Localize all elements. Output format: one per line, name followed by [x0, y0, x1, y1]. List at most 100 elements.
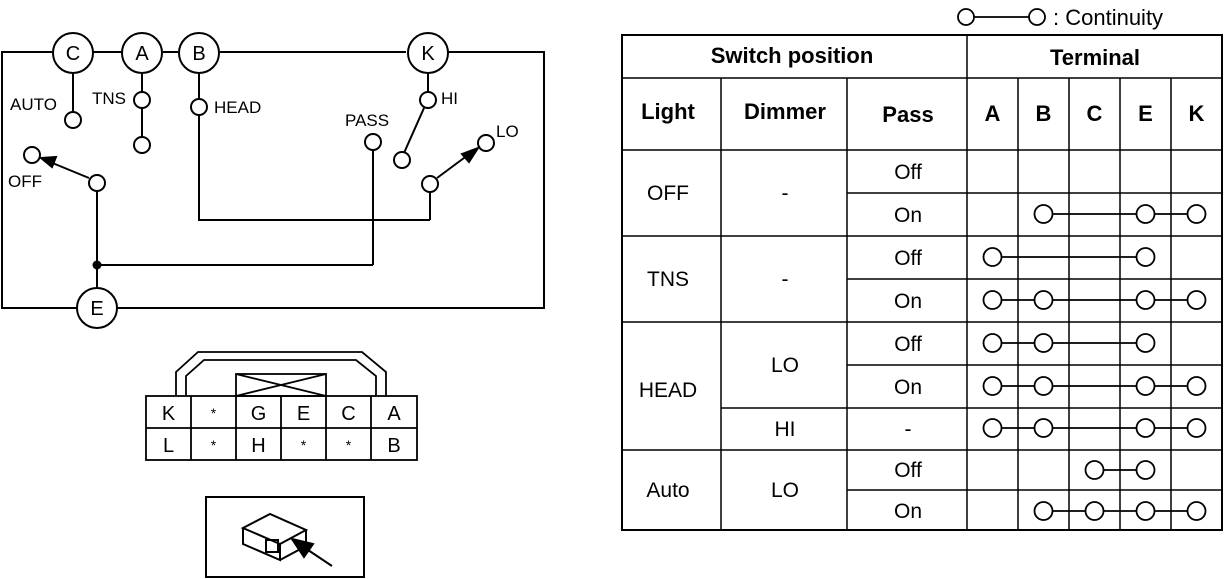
- continuity-node: [1135, 501, 1156, 521]
- terminal-e-label: E: [90, 298, 103, 320]
- view-arrow-head: [289, 537, 315, 559]
- pass-off-row-8: Off: [894, 459, 922, 482]
- continuity-node: [1033, 290, 1054, 310]
- continuity-node: [1135, 376, 1156, 396]
- continuity-node: [1135, 247, 1156, 267]
- terminal-b-label: B: [192, 43, 205, 65]
- head-wire: [198, 115, 430, 221]
- connector-icon-front: [242, 528, 281, 562]
- pass-dash-row-7: -: [905, 418, 912, 441]
- connector-pin: K: [162, 403, 176, 425]
- schematic-frame: [1, 51, 545, 309]
- light-off: OFF: [647, 182, 689, 205]
- pass-label: PASS: [345, 111, 389, 130]
- continuity-node: [982, 247, 1003, 267]
- pass-on-row-2: On: [894, 204, 922, 227]
- continuity-node: [1033, 418, 1054, 438]
- terminal-c-circle: [52, 32, 94, 74]
- pass-off-row-5: Off: [894, 333, 922, 356]
- terminal-a-label: A: [135, 43, 149, 65]
- hi-lower-contact: [393, 151, 411, 169]
- continuity-node: [1135, 460, 1156, 480]
- pass-off-row-1: Off: [894, 161, 922, 184]
- switch-position-header: Switch position: [711, 43, 874, 68]
- position-labels: AUTO TNS HEAD PASS HI LO OFF: [8, 89, 519, 191]
- table-border: [621, 34, 1223, 531]
- legend-circle-right-icon: [1028, 8, 1046, 26]
- continuity-node: [982, 290, 1003, 310]
- terminal-c-label: C: [66, 43, 80, 65]
- dimmer-auto: LO: [771, 479, 799, 502]
- off-label: OFF: [8, 172, 42, 191]
- connector-pin: C: [341, 403, 355, 425]
- tns-contact-lower: [133, 136, 151, 154]
- table-header-text: Switch position Terminal Light Dimmer Pa…: [641, 43, 1140, 127]
- light-head: HEAD: [639, 379, 697, 402]
- continuity-node: [1186, 418, 1207, 438]
- connector-pin: L: [163, 435, 174, 457]
- connector-latch-outer: [175, 351, 387, 396]
- off-arrow: [38, 155, 58, 169]
- terminal-k-label: K: [421, 43, 435, 65]
- dimmer-off: -: [782, 182, 789, 205]
- terminal-col-header-k: K: [1189, 101, 1205, 126]
- terminal-column-dividers: [1017, 78, 1172, 530]
- light-header: Light: [641, 99, 695, 124]
- continuity-node: [982, 418, 1003, 438]
- lo-arm: [436, 154, 469, 179]
- continuity-node: [1084, 460, 1105, 480]
- continuity-node: [1135, 418, 1156, 438]
- dimmer-head-lo: LO: [771, 354, 799, 377]
- pass-contact: [364, 133, 382, 151]
- hi-arm: [403, 107, 425, 154]
- off-arm: [49, 161, 90, 179]
- harness-view-frame: [205, 496, 365, 578]
- continuity-node: [1135, 204, 1156, 224]
- terminal-col-header-e: E: [1138, 101, 1153, 126]
- continuity-node: [1186, 290, 1207, 310]
- continuity-node: [1033, 501, 1054, 521]
- connector-pin: *: [211, 405, 217, 421]
- connector-pin: G: [251, 403, 267, 425]
- dimmer-header: Dimmer: [744, 99, 826, 124]
- legend-text: : Continuity: [1053, 5, 1163, 30]
- terminal-col-header-a: A: [985, 101, 1001, 126]
- connector-pin: *: [211, 437, 217, 453]
- light-auto: Auto: [646, 479, 689, 502]
- terminal-e-circle: [76, 287, 118, 329]
- connector-pin: E: [297, 403, 310, 425]
- dimmer-pivot-contact: [421, 175, 439, 193]
- tns-label: TNS: [92, 89, 126, 108]
- pass-on-row-4: On: [894, 290, 922, 313]
- table-body-text: OFF - TNS - HEAD LO HI Auto LO Off On Of…: [639, 161, 922, 523]
- continuity-node: [1033, 204, 1054, 224]
- pass-on-row-9: On: [894, 500, 922, 523]
- dimmer-head-hi: HI: [775, 418, 796, 441]
- light-tns: TNS: [647, 268, 689, 291]
- lo-arrow: [460, 146, 481, 164]
- legend-circle-left-icon: [957, 8, 975, 26]
- lo-label: LO: [496, 122, 519, 141]
- schematic-labels: C A B K E: [66, 43, 436, 320]
- auto-label: AUTO: [10, 95, 57, 114]
- pass-header: Pass: [882, 102, 933, 127]
- continuity-node: [1135, 290, 1156, 310]
- connector-pin: *: [346, 437, 352, 453]
- terminal-col-header-c: C: [1087, 101, 1103, 126]
- continuity-node: [1186, 204, 1207, 224]
- terminal-b-circle: [178, 32, 220, 74]
- off-contact: [23, 146, 41, 164]
- connector-lock-cross-2: [235, 373, 327, 397]
- continuity-node: [982, 333, 1003, 353]
- connector-latch-inner: [185, 359, 377, 396]
- continuity-node: [982, 376, 1003, 396]
- continuity-node: [1084, 501, 1105, 521]
- terminal-a-circle: [121, 32, 163, 74]
- auto-contact: [64, 111, 82, 129]
- continuity-node: [1186, 501, 1207, 521]
- connector-pin: B: [387, 435, 400, 457]
- continuity-marks: [982, 204, 1207, 521]
